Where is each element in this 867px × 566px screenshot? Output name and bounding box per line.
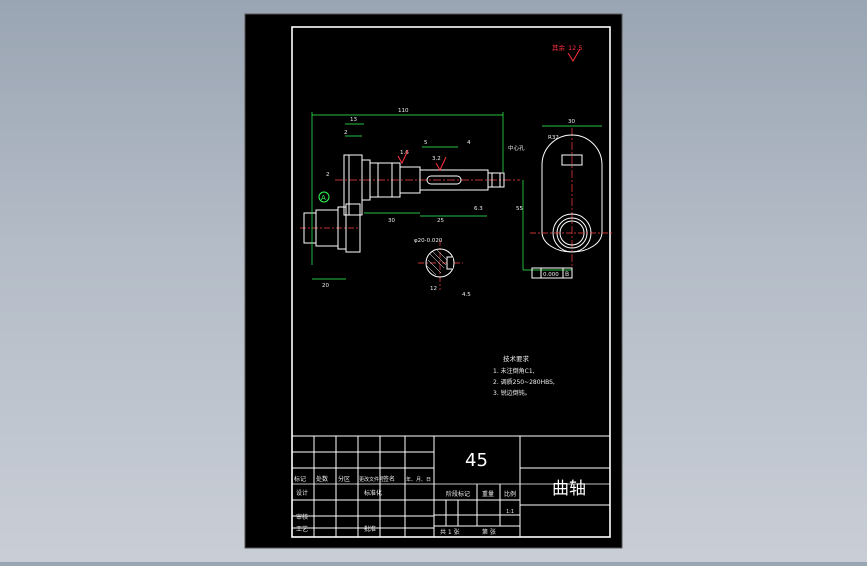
tb-scale-value: 1:1 bbox=[506, 509, 514, 515]
tb-count: 处数 bbox=[316, 475, 328, 483]
tb-process: 工艺 bbox=[296, 525, 308, 533]
tb-check: 审核 bbox=[296, 513, 308, 521]
section-circle bbox=[425, 248, 455, 278]
note-2: 2. 调质250~280HBS, bbox=[493, 378, 555, 386]
tol-note: φ20-0.020 bbox=[414, 238, 443, 244]
tb-scale: 比例 bbox=[504, 490, 516, 498]
tb-approve: 批准 bbox=[364, 525, 376, 533]
material-label: 45 bbox=[465, 450, 488, 471]
tb-sheet-no: 第 张 bbox=[482, 528, 496, 536]
side-view bbox=[530, 128, 612, 270]
side-slot bbox=[561, 154, 583, 166]
dim-55: 55 bbox=[516, 206, 523, 212]
tb-date: 年、月、日 bbox=[406, 476, 431, 483]
ra-32: 3.2 bbox=[432, 156, 441, 162]
roughness-note: 其余 bbox=[552, 43, 566, 52]
datum-circle bbox=[318, 191, 330, 203]
ra-16: 1.6 bbox=[400, 150, 409, 156]
tb-std: 标准化 bbox=[364, 489, 382, 497]
dim-4: 4 bbox=[467, 140, 471, 146]
dim-45: 4.5 bbox=[462, 292, 471, 298]
part-name: 曲轴 bbox=[552, 479, 586, 499]
tb-mark: 标记 bbox=[294, 475, 306, 483]
notes-title: 技术要求 bbox=[503, 354, 530, 363]
section-keyway bbox=[446, 256, 453, 270]
keyway bbox=[426, 175, 462, 185]
crank-pin-view bbox=[300, 203, 361, 253]
thread-end bbox=[487, 172, 505, 188]
title-block bbox=[291, 435, 611, 538]
tb-sign: 签名 bbox=[383, 475, 395, 483]
section-hatch bbox=[426, 249, 448, 276]
dim-2b: 2 bbox=[326, 172, 330, 178]
dim-13: 13 bbox=[350, 117, 357, 123]
shaft-view bbox=[335, 154, 520, 216]
tb-sheets: 共 1 张 bbox=[440, 528, 460, 536]
roughness-marks bbox=[397, 149, 447, 172]
dim-r32: R32 bbox=[548, 135, 559, 141]
tolerance-value: 0.000 bbox=[543, 272, 559, 278]
dim-30-right: 30 bbox=[568, 119, 575, 125]
center-hole-note: 中心孔 bbox=[508, 144, 525, 152]
dim-5: 5 bbox=[424, 140, 428, 146]
side-outline bbox=[541, 134, 603, 253]
note-1: 1. 未注倒角C1, bbox=[493, 367, 535, 375]
tb-stage: 阶段标记 bbox=[446, 490, 470, 498]
dim-overall: 110 bbox=[398, 108, 409, 114]
datum-label: A bbox=[321, 194, 326, 202]
technical-notes: 技术要求 1. 未注倒角C1, 2. 调质250~280HBS, 3. 锐边倒钝… bbox=[493, 354, 555, 397]
roughness-value: 12.5 bbox=[568, 44, 582, 52]
tb-weight: 重量 bbox=[482, 490, 494, 498]
dimension-lines bbox=[311, 112, 602, 280]
note-3: 3. 锐边倒钝。 bbox=[493, 389, 531, 397]
dim-2a: 2 bbox=[344, 130, 348, 136]
dim-25: 25 bbox=[437, 218, 444, 224]
dimension-texts: 110 13 2 5 4 2 30 25 20 30 55 R32 12 4.5… bbox=[322, 108, 575, 298]
title-block-texts: 标记 处数 分区 更改文件号 签名 年、月、日 设计 标准化 审核 工艺 批准 … bbox=[294, 475, 516, 536]
tb-zone: 分区 bbox=[338, 475, 350, 483]
dim-20: 20 bbox=[322, 283, 329, 289]
dim-30a: 30 bbox=[388, 218, 395, 224]
section-view bbox=[418, 240, 463, 290]
roughness-symbol bbox=[567, 48, 581, 62]
tolerance-datum: B bbox=[565, 271, 569, 278]
tb-doc: 更改文件号 bbox=[359, 476, 384, 483]
tolerance-frame bbox=[531, 267, 573, 279]
tb-design: 设计 bbox=[296, 489, 308, 497]
dim-12: 12 bbox=[430, 286, 437, 292]
ra-63: 6.3 bbox=[474, 206, 483, 212]
pin-web bbox=[345, 203, 361, 253]
